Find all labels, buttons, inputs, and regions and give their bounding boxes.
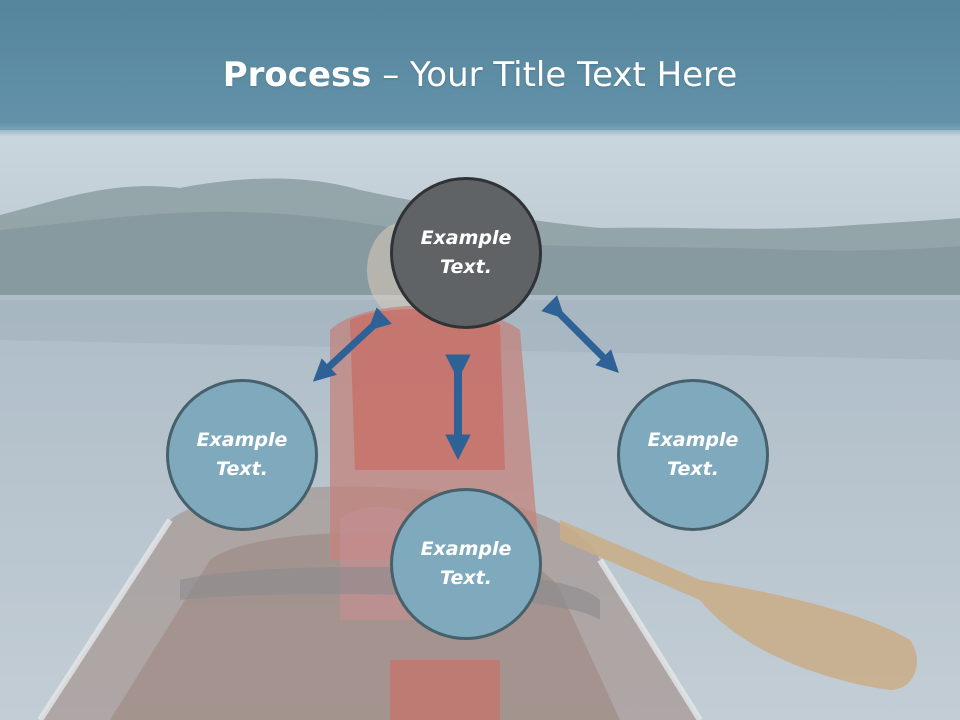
- process-node-bottom[interactable]: Example Text.: [390, 488, 542, 640]
- process-node-left[interactable]: Example Text.: [166, 379, 318, 531]
- node-right-line2: Text.: [667, 458, 719, 480]
- arrow-top-right: [541, 295, 619, 373]
- process-node-right[interactable]: Example Text.: [617, 379, 769, 531]
- node-right-line1: Example: [647, 429, 739, 451]
- node-top-line2: Text.: [440, 256, 492, 278]
- process-node-top[interactable]: Example Text.: [390, 177, 542, 329]
- title-rest: – Your Title Text Here: [371, 55, 738, 95]
- title-bold: Process: [222, 55, 372, 95]
- node-left-line2: Text.: [216, 458, 268, 480]
- node-top-line1: Example: [420, 227, 512, 249]
- node-left-line1: Example: [196, 429, 288, 451]
- node-bottom-line2: Text.: [440, 567, 492, 589]
- slide-title: Process – Your Title Text Here: [0, 52, 960, 98]
- arrow-top-left: [312, 307, 392, 382]
- node-bottom-line1: Example: [420, 538, 512, 560]
